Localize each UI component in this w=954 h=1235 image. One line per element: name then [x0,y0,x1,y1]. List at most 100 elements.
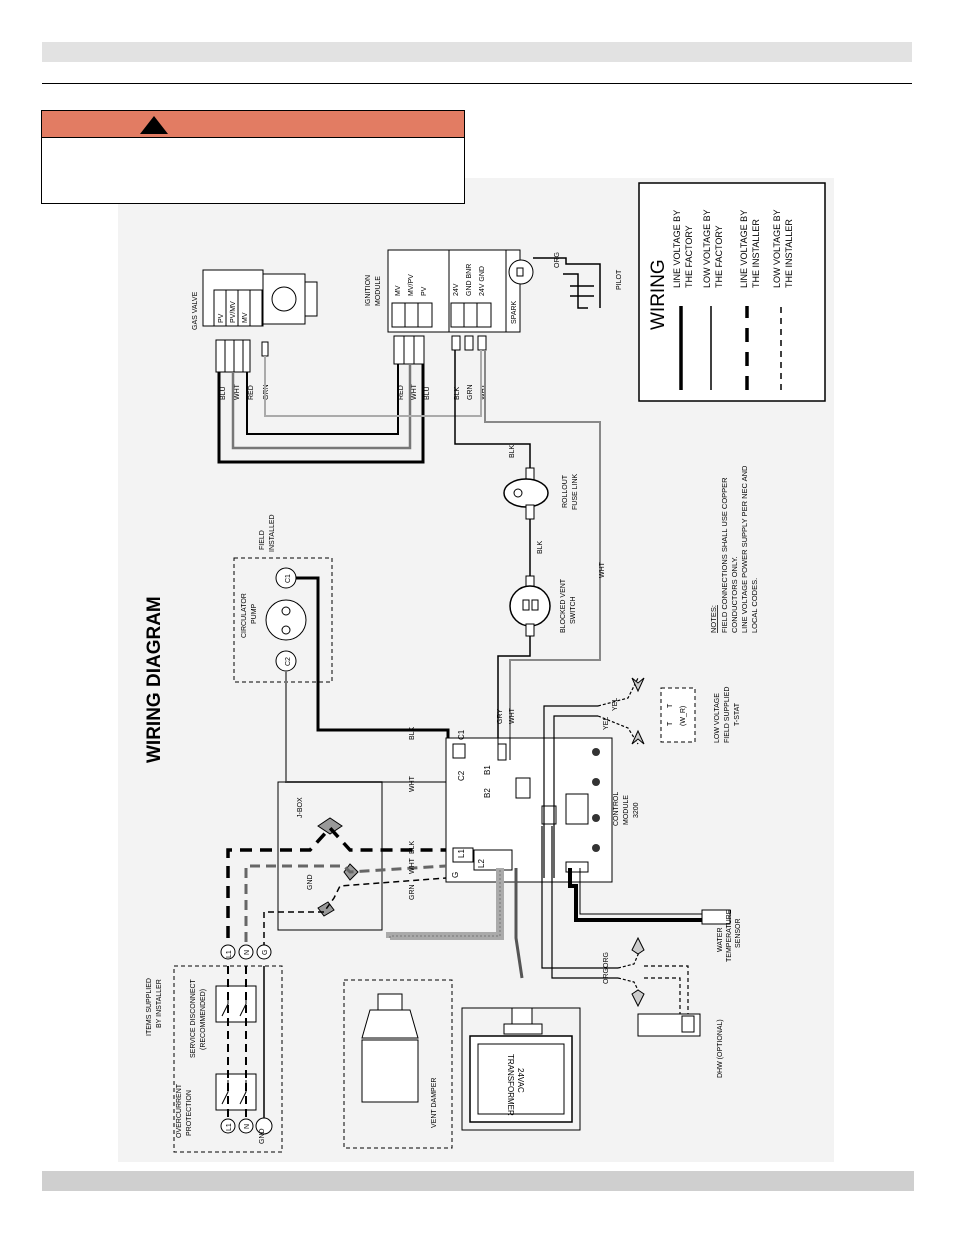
pwr-wire-wht: WHT [409,857,416,874]
rollout-label-2: FUSE LINK [572,473,579,510]
jbox: J-BOX GND [277,781,383,931]
tstat-term-3: (W_R) [680,706,687,726]
notes-heading: NOTES: [709,605,718,633]
tstat-term-2: T [667,703,674,708]
wire-yel-1: YEL [603,717,610,730]
term-l1: L1 [226,950,233,958]
wire-blk-label-1: BLK [509,444,516,458]
cm-b2: B2 [483,788,492,798]
vent-damper-label: VENT DAMPER [431,1078,438,1128]
supply-n: N [244,1124,251,1129]
warning-box [41,110,465,204]
wire-wht-label-b: WHT [509,707,516,724]
im-term-mvpv: MV/PV [408,274,415,296]
gv-wire-blu: BLU [220,386,227,400]
gv-wire-wht: WHT [234,383,241,400]
ignition-module: IGNITION MODULE MV MV/PV PV 24V GND BNR … [365,249,534,400]
warning-header [42,111,464,138]
cm-label-3: 3200 [633,802,640,818]
control-module: C1 C2 B1 B2 L1 L2 G CONTROL MODULE 3200 [445,729,640,883]
wire-blk-label-2: BLK [537,540,544,554]
rollout-label-1: ROLLOUT [562,474,569,508]
pump-wire-wht: WHT [409,775,416,792]
cm-l1: L1 [457,849,466,858]
im-term-24v: 24V [453,283,460,296]
tstat-label-3: T-STAT [734,702,741,726]
org-label: ORG [554,252,561,268]
diagram-title: WIRING DIAGRAM [144,596,165,763]
notes-line-1: FIELD CONNECTIONS SHALL USE COPPER [720,477,729,633]
im-term-gndbnr: GND BNR [466,264,473,296]
wiring-legend: WIRING LINE VOLTAGE BY THE FACTORY LOW V… [638,182,826,402]
term-n: N [244,950,251,955]
installer-items: ITEMS SUPPLIED BY INSTALLER SERVICE DISC… [146,965,283,1153]
service-disconnect-1: SERVICE DISCONNECT [190,978,197,1058]
jbox-gnd-label: GND [307,874,314,890]
spark-label: SPARK [511,300,518,324]
wiring-diagram-svg: WIRING DIAGRAM WIRING LINE VOLTAGE BY TH… [144,182,826,1153]
legend-item-3a: LINE VOLTAGE BY [739,210,749,288]
im-wire-grn: GRN [467,384,474,400]
rollout-fuse-link: ROLLOUT FUSE LINK [503,467,579,520]
legend-item-4a: LOW VOLTAGE BY [772,209,782,288]
warning-triangle-icon [140,116,168,134]
gv-wire-grn: GRN [263,384,270,400]
notes-line-3: LINE VOLTAGE POWER SUPPLY PER NEC AND [740,465,749,633]
water-sensor-3: SENSOR [735,918,742,948]
blocked-vent-label-2: SWITCH [570,596,577,624]
items-supplied-2: BY INSTALLER [156,979,163,1028]
pump-label-1: CIRCULATOR [241,593,248,638]
cm-label-2: MODULE [623,795,630,825]
legend-item-2b: THE FACTORY [714,225,724,288]
wire-gry-label: GRY [497,709,504,724]
cm-b1: B1 [483,765,492,775]
field-installed-1: FIELD [259,530,266,550]
im-wire-blk: BLK [454,386,461,400]
field-installed-2: INSTALLED [269,514,276,552]
im-wire-wht2: WHT [480,383,487,400]
dhw-module: DHW (OPTIONAL) [637,1013,724,1078]
im-wire-wht: WHT [411,383,418,400]
blocked-vent-label-1: BLOCKED VENT [560,578,567,633]
dhw-label: DHW (OPTIONAL) [717,1019,724,1078]
cm-g: G [451,872,460,878]
legend-item-2a: LOW VOLTAGE BY [702,209,712,288]
legend-item-3b: THE INSTALLER [751,219,761,288]
items-supplied-1: ITEMS SUPPLIED [146,978,153,1036]
ignition-module-label-1: IGNITION [365,275,372,306]
wire-yel-2: YEL [612,698,619,711]
im-wire-blu: BLU [424,386,431,400]
pump-wire-blk: BLK [409,726,416,740]
im-term-24vgnd: 24V GND [479,266,486,296]
notes-line-2: CONDUCTORS ONLY. [730,556,739,633]
pump-label-2: PUMP [251,603,258,624]
gas-valve: GAS VALVE PV PV/MV MV BLU WHT RED GRN [192,269,318,400]
pump-c2-label: C2 [285,657,292,666]
gv-term-pv: PV [218,313,225,323]
im-term-mv: MV [395,285,402,296]
im-term-pv: PV [421,286,428,296]
header-rule [42,83,912,84]
term-g: G [262,950,269,955]
transformer-label-2: 24VAC [516,1068,525,1093]
ignition-module-label-2: MODULE [375,276,382,306]
legend-item-1b: THE FACTORY [684,225,694,288]
pwr-wire-grn: GRN [409,884,416,900]
pump-c1-label: C1 [285,574,292,583]
supply-l1: L1 [226,1123,233,1131]
cm-c2: C2 [457,770,466,781]
gv-wire-red: RED [248,385,255,400]
transformer: TRANSFORMER 24VAC [461,868,581,1131]
gv-term-pvmv: PV/MV [230,301,237,323]
transformer-label-1: TRANSFORMER [506,1054,515,1116]
legend-item-4b: THE INSTALLER [784,219,794,288]
overcurrent-2: PROTECTION [186,1090,193,1136]
cm-l2: L2 [477,859,486,868]
pilot-icon [563,273,594,309]
circulator-pump: C1 C2 CIRCULATOR PUMP FIELD INSTALLED [233,514,333,683]
supply-terminals: L1 N G [220,944,272,960]
notes: NOTES: FIELD CONNECTIONS SHALL USE COPPE… [709,465,759,633]
overcurrent-1: OVERCURRENT [176,1083,183,1138]
water-sensor-2: TEMPERATURE [726,909,733,962]
gas-valve-label: GAS VALVE [192,291,199,330]
